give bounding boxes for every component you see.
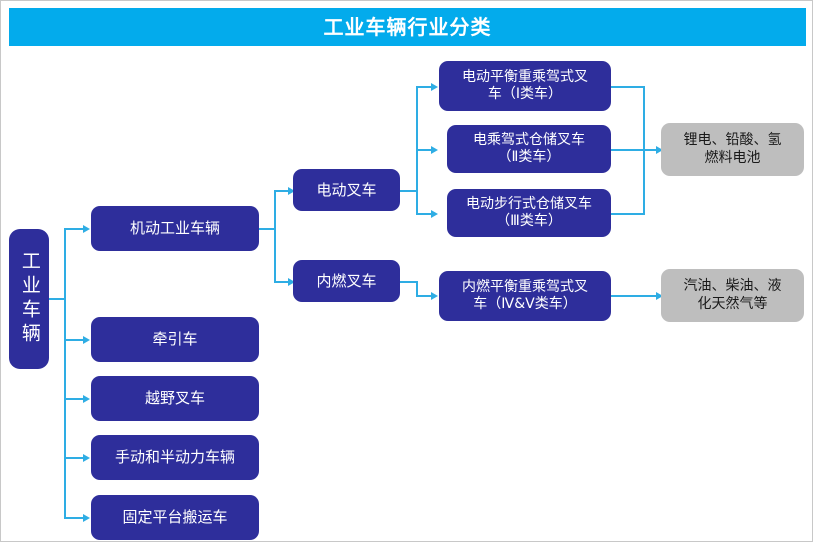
connector-root-stub (49, 298, 65, 300)
connector-l2a-to-l3-3 (416, 213, 432, 215)
arrow-root-to-l1-5 (83, 514, 90, 522)
node-label: 内燃叉车 (316, 271, 377, 290)
arrow-l1-to-l2-1 (288, 187, 295, 195)
arrow-root-to-l1-4 (83, 454, 90, 462)
connector-l2b-to-l3-4 (416, 295, 432, 297)
arrow-root-to-l1-1 (83, 225, 90, 233)
connector-merge-to-gray-1 (643, 149, 660, 151)
arrow-merge-to-gray-1 (656, 146, 663, 154)
node-label: 电乘驾式仓储叉车 （Ⅱ类车） (473, 131, 585, 166)
connector-l2a-to-l3-1 (416, 86, 432, 88)
node-label: 牵引车 (152, 330, 198, 349)
arrow-root-to-l1-2 (83, 336, 90, 344)
page-title-bar: 工业车辆行业分类 (9, 8, 806, 46)
node-label: 固定平台搬运车 (122, 508, 228, 527)
node-root-label: 工业车辆 (18, 251, 41, 347)
node-tractor[interactable]: 牵引车 (91, 317, 259, 362)
node-label: 内燃平衡重乘驾式叉 车（Ⅳ&Ⅴ类车） (462, 278, 588, 313)
connector-root-to-l1-3 (64, 398, 84, 400)
node-electric-power-sources[interactable]: 锂电、铅酸、氢 燃料电池 (661, 123, 804, 176)
node-electric-forklift[interactable]: 电动叉车 (293, 169, 400, 211)
node-label: 手动和半动力车辆 (114, 448, 235, 467)
connector-l2b-to-l3-spine (416, 281, 418, 297)
node-class-3-electric-pedestrian-warehouse[interactable]: 电动步行式仓储叉车 （Ⅲ类车） (447, 189, 611, 237)
connector-l1-to-l2-2 (274, 281, 289, 283)
node-label: 越野叉车 (144, 389, 205, 408)
arrow-root-to-l1-3 (83, 395, 90, 403)
connector-root-to-l1-5 (64, 517, 84, 519)
arrow-l2a-to-l3-1 (431, 83, 438, 91)
node-label: 机动工业车辆 (129, 219, 220, 238)
connector-root-to-l1-4 (64, 457, 84, 459)
connector-l2a-to-l3-stub (400, 190, 417, 192)
page-title: 工业车辆行业分类 (323, 15, 492, 39)
node-manual-and-semi-powered-vehicles[interactable]: 手动和半动力车辆 (91, 435, 259, 480)
connector-l3-3-out (611, 213, 645, 215)
connector-l2a-to-l3-2 (416, 149, 432, 151)
node-class-1-electric-counterbalance-rider[interactable]: 电动平衡重乘驾式叉 车（Ⅰ类车） (439, 61, 611, 111)
connector-root-spine (64, 228, 66, 518)
node-label: 电动叉车 (316, 180, 377, 199)
node-class-2-electric-rider-warehouse[interactable]: 电乘驾式仓储叉车 （Ⅱ类车） (447, 125, 611, 173)
connector-root-to-l1-1 (64, 228, 84, 230)
arrow-l2b-to-l3-4 (431, 292, 438, 300)
connector-l3-1-out (611, 86, 645, 88)
node-internal-combustion-forklift[interactable]: 内燃叉车 (293, 260, 400, 302)
connector-l1-to-l2-1 (274, 190, 289, 192)
node-label: 电动平衡重乘驾式叉 车（Ⅰ类车） (462, 68, 588, 103)
node-label: 汽油、柴油、液 化天然气等 (683, 278, 782, 312)
arrow-l1-to-l2-2 (288, 278, 295, 286)
arrow-l3-4-to-gray-2 (656, 292, 663, 300)
connector-l3-4-to-gray-2 (611, 295, 659, 297)
connector-l3-2-out (611, 149, 645, 151)
node-class-4-5-ic-counterbalance-rider[interactable]: 内燃平衡重乘驾式叉 车（Ⅳ&Ⅴ类车） (439, 271, 611, 321)
node-label: 锂电、铅酸、氢 燃料电池 (683, 132, 782, 166)
node-root-industrial-vehicles[interactable]: 工业车辆 (9, 229, 49, 369)
node-fixed-platform-truck[interactable]: 固定平台搬运车 (91, 495, 259, 540)
connector-l2b-to-l3-stub (400, 281, 417, 283)
connector-l1-to-l2-spine (274, 190, 276, 282)
connector-root-to-l1-2 (64, 339, 84, 341)
node-fuel-sources[interactable]: 汽油、柴油、液 化天然气等 (661, 269, 804, 322)
node-rough-terrain-forklift[interactable]: 越野叉车 (91, 376, 259, 421)
connector-l1-to-l2-stub (259, 228, 275, 230)
arrow-l2a-to-l3-2 (431, 146, 438, 154)
node-label: 电动步行式仓储叉车 （Ⅲ类车） (466, 195, 592, 230)
arrow-l2a-to-l3-3 (431, 210, 438, 218)
node-motorized-industrial-vehicles[interactable]: 机动工业车辆 (91, 206, 259, 251)
